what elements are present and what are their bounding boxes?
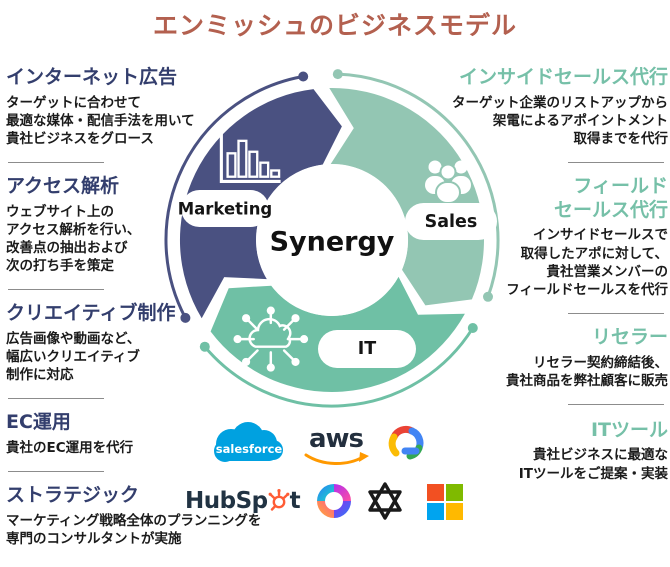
hubspot-wordmark-left: HubSp [185, 488, 268, 514]
openai-logo [368, 482, 402, 520]
service-line: 取得までを代行 [573, 130, 669, 147]
service-line: リセラー契約締結後、 [533, 354, 668, 371]
outer-ring [164, 69, 500, 408]
microsoft-logo [427, 484, 463, 520]
segment-sales-ring-dot [483, 291, 493, 302]
service-line: マーケティング戦略全体のプランニングを [6, 512, 262, 529]
service-line: 貴社ビジネスに最適な [533, 447, 668, 464]
service-line: 幅広いクリエイティブ [6, 348, 140, 365]
service-line: ウェブサイト上の [6, 203, 114, 220]
service-line: 架電によるアポイントメント [492, 112, 668, 129]
service-strategic: ストラテジック マーケティング戦略全体のプランニングを 専門のコンサルタントが実… [6, 484, 276, 548]
aws-wordmark: aws [308, 424, 364, 454]
service-line: 次の打ち手を策定 [6, 257, 114, 274]
segment-marketing-ring-arc [164, 75, 304, 319]
service-heading: ITツール [590, 418, 668, 441]
segment-marketing-ring-dot [298, 71, 309, 82]
segment-it-ring-dot [199, 341, 210, 352]
service-line: フィールドセールスを代行 [506, 281, 668, 298]
segment-marketing-ring-dot [180, 312, 191, 323]
copilot-logo [317, 484, 351, 518]
center-circle [256, 164, 408, 316]
microsoft-square-yellow [446, 503, 463, 520]
service-heading: インターネット広告 [6, 66, 178, 88]
bar-chart-icon [219, 133, 281, 183]
it-label: IT [358, 339, 377, 359]
segment-it-ring-dot [467, 323, 478, 333]
hubspot-wordmark-right: t [289, 488, 301, 514]
people-group-icon [425, 160, 471, 204]
sales-label: Sales [425, 212, 478, 232]
hubspot-sprocket-icon [268, 489, 290, 511]
service-heading: ストラテジック [6, 483, 140, 506]
service-heading: フィールドセールス代行 [553, 174, 668, 221]
service-heading: リセラー [591, 325, 668, 348]
segment-sales [329, 87, 484, 306]
service-access-analytics: アクセス解析 ウェブサイト上の アクセス解析を行い、 改善点の抽出および 次の打… [6, 175, 276, 290]
service-line: 専門のコンサルタントが実施 [6, 530, 182, 547]
service-line: 貴社のEC運用を代行 [6, 439, 134, 456]
service-line: ターゲット企業のリストアップから [452, 94, 668, 111]
microsoft-square-blue [427, 503, 444, 520]
sales-pill: Sales [405, 203, 497, 240]
google-cloud-logo [388, 425, 424, 460]
service-line: 改善点の抽出および [6, 239, 128, 256]
synergy-label: Synergy [270, 227, 395, 258]
marketing-label: Marketing [178, 200, 273, 219]
service-line: ITツールをご提案・実装 [518, 465, 668, 482]
segment-sales-ring-arc [337, 72, 500, 298]
service-it-tools: ITツール 貴社ビジネスに最適な ITツールをご提案・実装 [436, 419, 668, 483]
service-internet-ad: インターネット広告 ターゲットに合わせて 最適な媒体・配信手法を用いて 貴社ビジ… [6, 66, 276, 163]
service-creative: クリエイティブ制作 広告画像や動画など、 幅広いクリエイティブ 制作に対応 [6, 302, 276, 399]
microsoft-square-green [446, 484, 463, 501]
left-services-column: インターネット広告 ターゲットに合わせて 最適な媒体・配信手法を用いて 貴社ビジ… [6, 66, 276, 554]
aws-smile-icon [304, 452, 369, 465]
marketing-pill: Marketing [178, 190, 273, 227]
hubspot-logo: HubSp t [185, 488, 301, 514]
partner-logos: salesforce aws HubSp [185, 416, 477, 541]
segment-sales-ring-dot [332, 69, 343, 80]
service-heading: アクセス解析 [6, 174, 120, 197]
service-line: 貴社商品を弊社顧客に販売 [506, 372, 668, 389]
salesforce-wordmark: salesforce [216, 442, 283, 456]
service-ec: EC運用 貴社のEC運用を代行 [6, 411, 276, 472]
microsoft-square-red [427, 484, 444, 501]
service-line: 貴社ビジネスをグロース [6, 130, 154, 147]
service-line: 制作に対応 [6, 366, 74, 383]
service-heading: インサイドセールス代行 [458, 66, 668, 88]
synergy-cycle-diagram: Synergy Marketing Sales IT [164, 69, 500, 408]
page-title: エンミッシュのビジネスモデル [152, 11, 517, 40]
salesforce-logo: salesforce [214, 422, 283, 462]
cloud-network-icon [233, 306, 309, 372]
service-line: 最適な媒体・配信手法を用いて [6, 112, 195, 129]
service-line: 取得したアポに対して、 [520, 245, 668, 262]
right-services-column: インサイドセールス代行 ターゲット企業のリストアップから 架電によるアポイントメ… [436, 66, 668, 489]
service-line: アクセス解析を行い、 [6, 221, 141, 238]
service-heading: EC運用 [6, 411, 71, 434]
service-line: インサイドセールスで [533, 227, 668, 244]
service-heading: クリエイティブ制作 [6, 302, 176, 325]
service-line: 広告画像や動画など、 [6, 330, 141, 347]
service-inside-sales: インサイドセールス代行 ターゲット企業のリストアップから 架電によるアポイントメ… [436, 66, 668, 163]
it-pill: IT [318, 330, 416, 368]
service-reseller: リセラー リセラー契約締結後、 貴社商品を弊社顧客に販売 [436, 326, 668, 405]
aws-logo: aws [303, 426, 369, 471]
service-field-sales: フィールドセールス代行 インサイドセールスで 取得したアポに対して、 貴社営業メ… [436, 175, 668, 314]
segment-it-ring-arc [203, 327, 475, 408]
service-line: 貴社営業メンバーの [546, 263, 669, 280]
service-line: ターゲットに合わせて [6, 94, 141, 111]
